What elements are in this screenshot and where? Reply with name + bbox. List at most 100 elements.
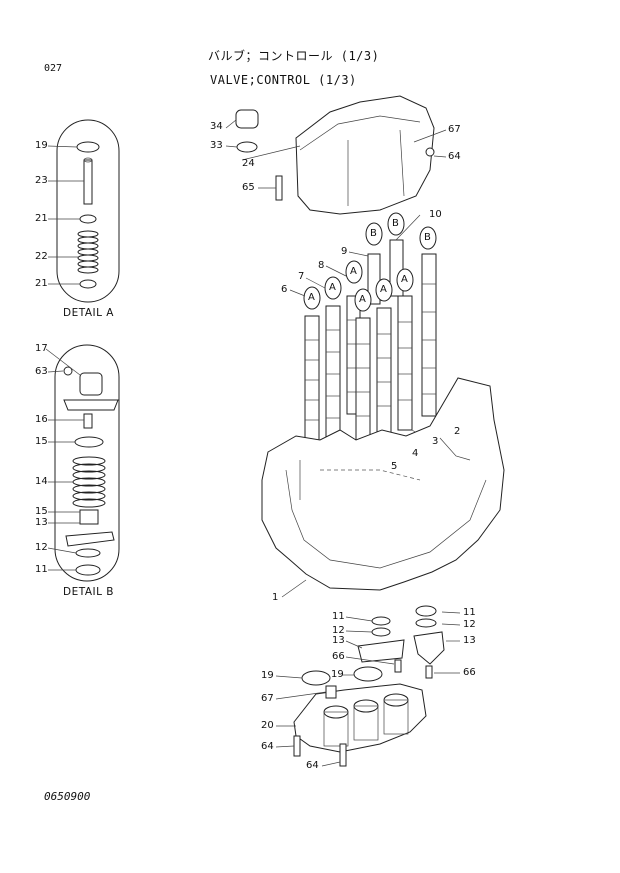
plug-67	[325, 685, 337, 699]
callout-label: 3	[432, 436, 439, 447]
o-ring-19	[76, 141, 100, 153]
callout-label: 21	[35, 213, 48, 224]
bolt-64-top	[425, 147, 435, 157]
cap-17	[79, 372, 103, 396]
spool-tag: A	[359, 294, 366, 305]
callout-label: 66	[332, 651, 345, 662]
callout-label: 19	[331, 669, 344, 680]
callout-label: 14	[35, 476, 48, 487]
upper-cover-24	[225, 95, 447, 215]
spool-set	[289, 212, 453, 465]
callout-label: 8	[318, 260, 325, 271]
detail-b-caption: DETAIL B	[63, 586, 114, 598]
o-ring-19-right	[353, 666, 383, 682]
spool-tag: A	[380, 284, 387, 295]
plate-13-left	[357, 639, 405, 663]
spool-2	[421, 253, 437, 417]
callout-label: 11	[463, 607, 476, 618]
callout-label: 12	[35, 542, 48, 553]
callout-label: 2	[454, 426, 461, 437]
bolt-66-left	[394, 659, 402, 673]
callout-label: 13	[463, 635, 476, 646]
callout-label: 7	[298, 271, 305, 282]
drawing-code: 0650900	[44, 790, 91, 803]
spring-22	[77, 230, 99, 274]
valve-body-1	[261, 377, 505, 598]
spool-tag: B	[370, 228, 377, 239]
spool-tag: A	[308, 292, 315, 303]
detail-b-group	[45, 344, 120, 582]
washer-21-bottom	[79, 279, 97, 289]
callout-label: 12	[463, 619, 476, 630]
callout-label: 24	[242, 158, 255, 169]
seat-15-bottom	[79, 509, 99, 525]
callout-label: 63	[35, 366, 48, 377]
callout-label: 33	[210, 140, 223, 151]
spool-tag: B	[392, 218, 399, 229]
spool-4	[376, 307, 392, 443]
detail-a-caption: DETAIL A	[63, 307, 114, 319]
callout-label: 66	[463, 667, 476, 678]
callout-label: 64	[306, 760, 319, 771]
pin-23	[83, 159, 93, 205]
callout-label: 20	[261, 720, 274, 731]
spool-6	[304, 315, 320, 445]
page-number: 027	[44, 63, 63, 74]
callout-label: 19	[261, 670, 274, 681]
plate-13-right	[413, 631, 445, 665]
callout-label: 17	[35, 343, 48, 354]
callout-label: 19	[35, 140, 48, 151]
detail-a-frame	[56, 119, 120, 303]
spring-14	[72, 456, 106, 508]
detail-a-group	[47, 119, 120, 303]
callout-label: 12	[332, 625, 345, 636]
ring-11	[75, 564, 101, 576]
callout-label: 5	[391, 461, 398, 472]
callout-label: 1	[272, 592, 279, 603]
callout-label: 23	[35, 175, 48, 186]
plate-13	[65, 531, 115, 547]
callout-label: 21	[35, 278, 48, 289]
spool-7	[325, 305, 341, 439]
callout-label: 64	[448, 151, 461, 162]
callout-label: 11	[35, 564, 48, 575]
spool-3	[397, 295, 413, 431]
bolt-64-bottom	[339, 743, 347, 767]
ring-12	[75, 548, 101, 558]
lower-cover-20	[293, 683, 427, 753]
callout-label: 34	[210, 121, 223, 132]
washer-21-top	[79, 214, 97, 224]
spool-tag: A	[401, 274, 408, 285]
spool-tag: B	[424, 232, 431, 243]
bolt-64-left	[293, 735, 301, 757]
plug-34	[235, 109, 259, 129]
callout-label: 64	[261, 741, 274, 752]
bolt-66-right	[425, 665, 433, 679]
spool-tag: A	[329, 282, 336, 293]
title-english: VALVE;CONTROL (1/3)	[210, 73, 357, 87]
seat-15-top	[74, 436, 104, 448]
callout-label: 15	[35, 436, 48, 447]
callout-label: 9	[341, 246, 348, 257]
callout-label: 16	[35, 414, 48, 425]
callout-label: 11	[332, 611, 345, 622]
o-ring-19-left	[301, 670, 331, 686]
lower-parts	[275, 605, 461, 767]
o-ring-33	[236, 141, 258, 153]
spool-5	[355, 317, 371, 451]
callout-label: 65	[242, 182, 255, 193]
spool-tag: A	[350, 266, 357, 277]
callout-label: 13	[35, 517, 48, 528]
callout-label: 10	[429, 209, 442, 220]
callout-label: 67	[448, 124, 461, 135]
callout-label: 22	[35, 251, 48, 262]
callout-label: 15	[35, 506, 48, 517]
bolt-65	[275, 175, 283, 201]
callout-label: 13	[332, 635, 345, 646]
detail-b-frame	[54, 344, 120, 582]
title-japanese: バルブ；コントロール (1/3)	[208, 49, 380, 63]
bolt-63	[63, 366, 73, 376]
callout-label: 6	[281, 284, 288, 295]
callout-label: 4	[412, 448, 419, 459]
